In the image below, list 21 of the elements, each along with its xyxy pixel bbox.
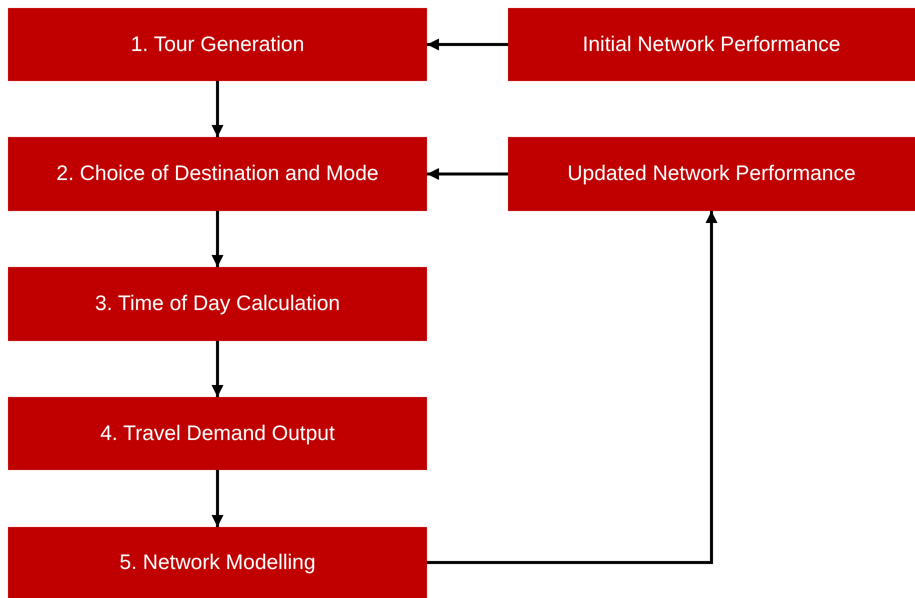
box-label: Initial Network Performance (582, 32, 840, 56)
arrow (427, 38, 508, 50)
arrow (212, 81, 224, 137)
process-box (508, 137, 915, 211)
box-label: 1. Tour Generation (130, 32, 304, 56)
process-box (8, 8, 427, 81)
box-label: 4. Travel Demand Output (100, 422, 335, 446)
box-label: 2. Choice of Destination and Mode (56, 162, 379, 186)
process-box (8, 527, 427, 598)
arrow (212, 211, 224, 267)
box-label: 5. Network Modelling (119, 550, 316, 574)
arrow (212, 341, 224, 397)
process-box (8, 397, 427, 470)
arrow (212, 470, 224, 527)
process-box (8, 267, 427, 341)
process-box (508, 8, 915, 81)
arrow (427, 211, 718, 564)
arrow (427, 168, 508, 180)
box-label: 3. Time of Day Calculation (94, 292, 340, 316)
process-box (8, 137, 427, 211)
box-label: Updated Network Performance (567, 162, 856, 186)
